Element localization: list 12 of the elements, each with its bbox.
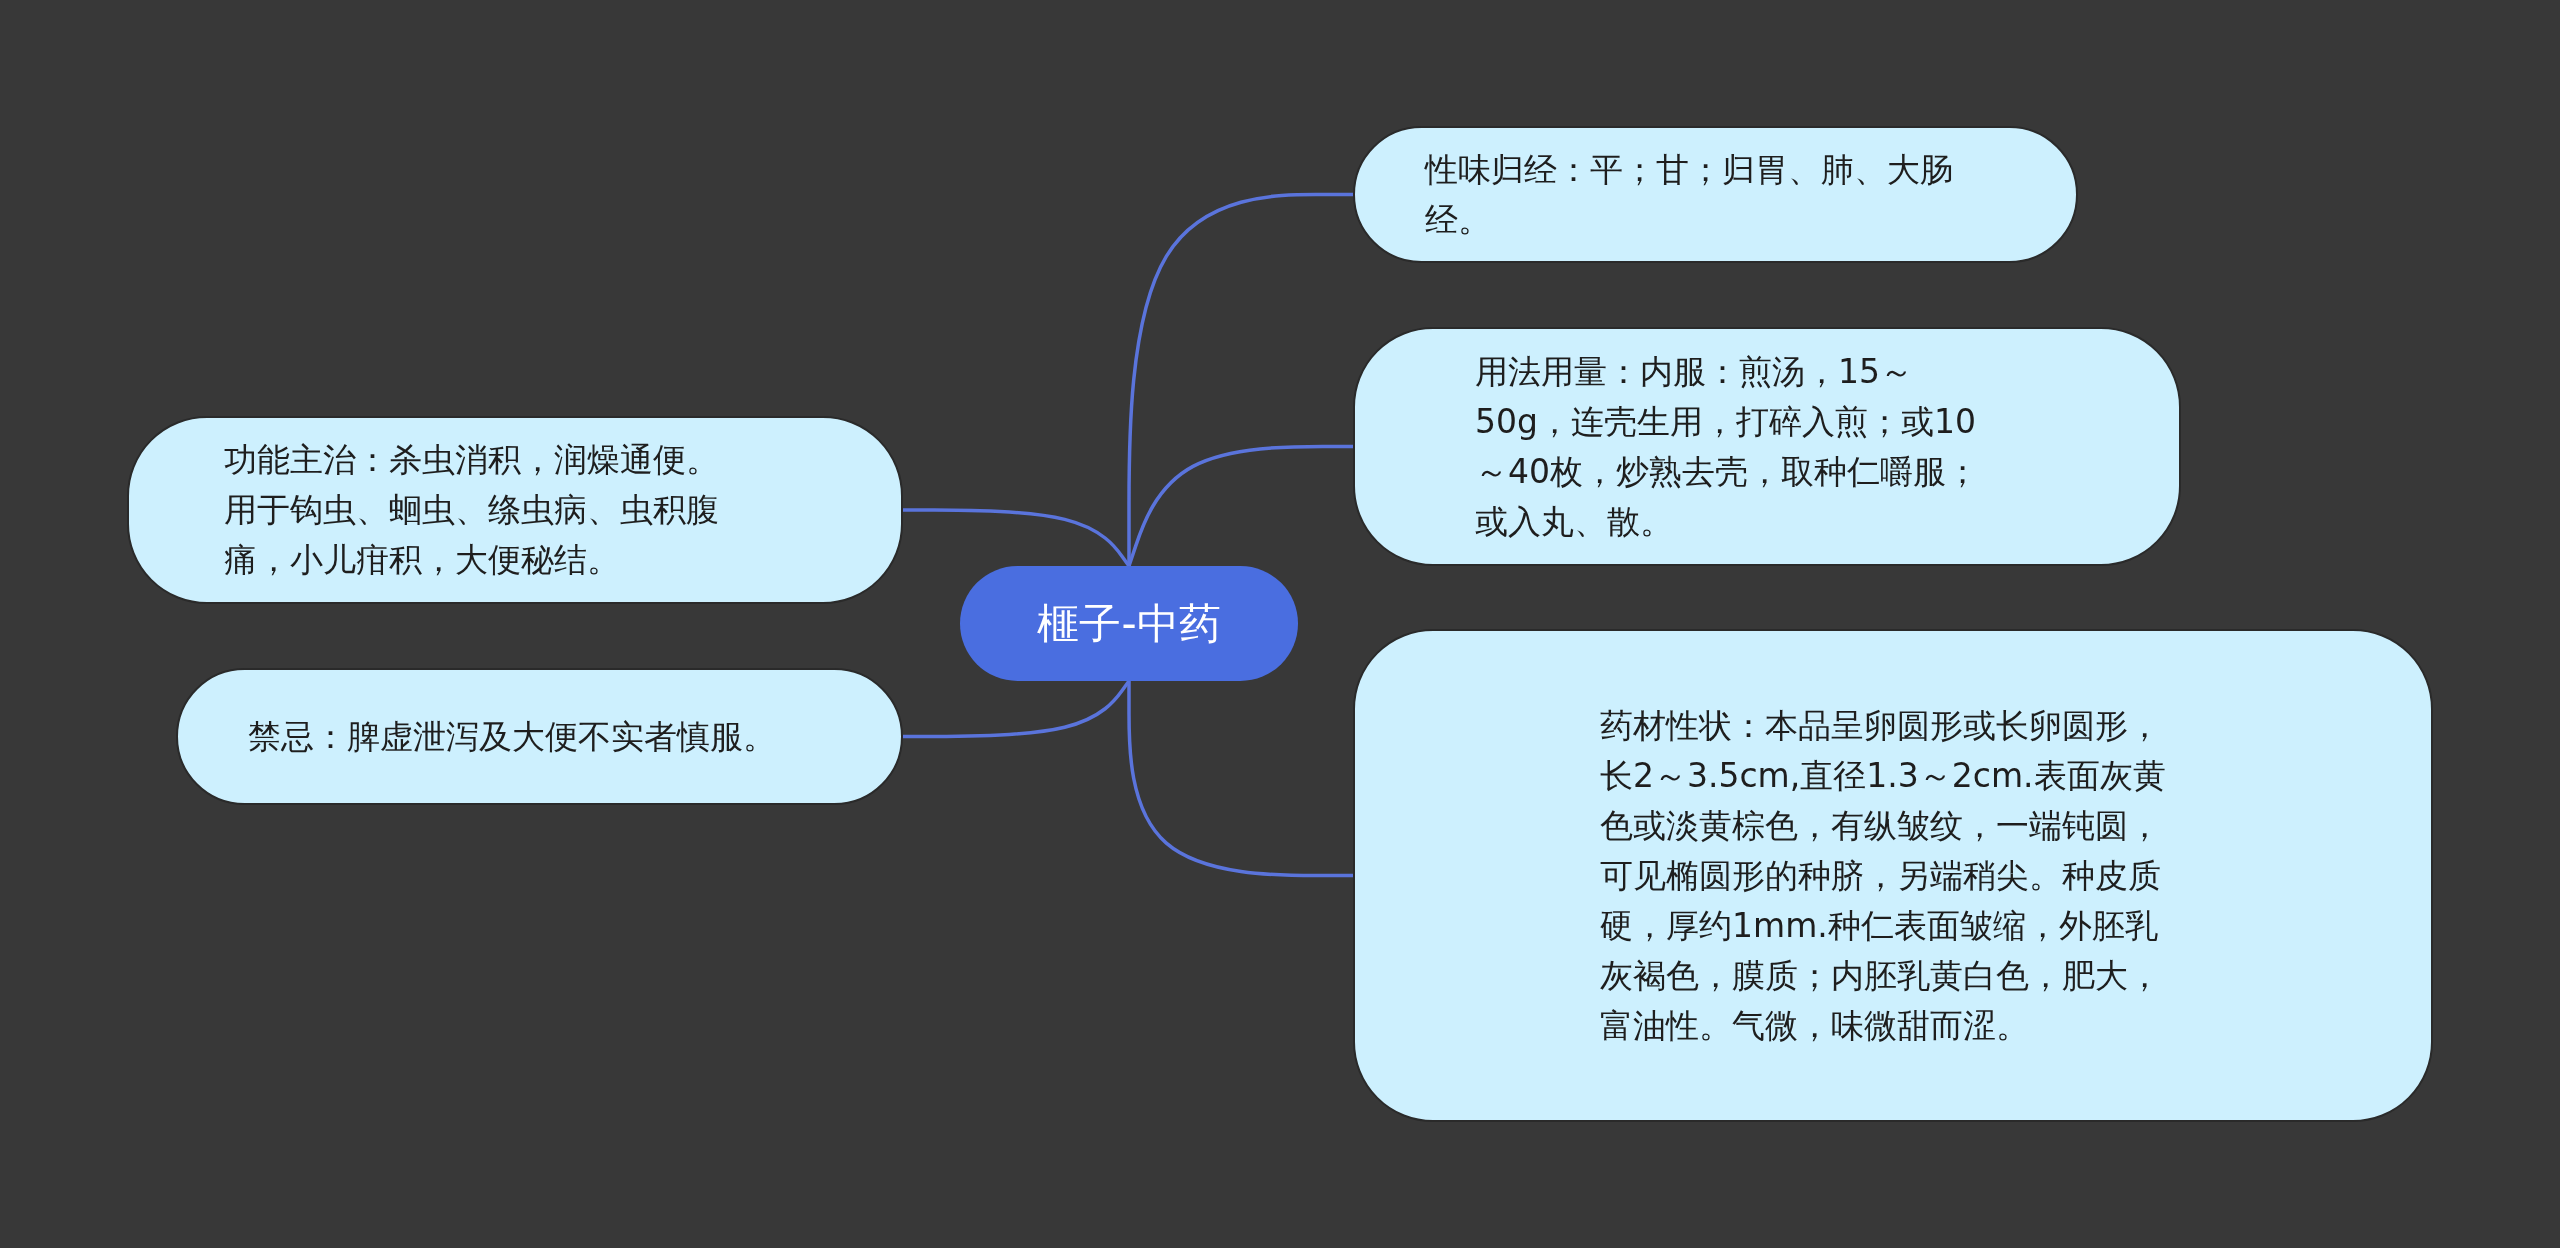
connector-line [1127,444,1353,567]
connector-line [903,679,1131,739]
topic-title: 榧子-中药 [1037,598,1221,649]
topic-text: 用法用量：内服：煎汤，15～50g，连壳生用，打碎入煎；或10～40枚，炒熟去壳，取种仁嚼服；或入丸、散。 [1475,350,1979,543]
connector-line [903,508,1131,567]
topic-bubble [1353,327,2181,566]
connector-line [1127,681,1353,878]
topic-text: 药材性状：本品呈卵圆形或长卵圆形，长2～3.5cm,直径1.3～2cm.表面灰黄色或淡黄棕色，有纵皱纹，一端钝圆，可见椭圆形的种脐，另端稍尖。种皮质硬，厚约1mm.种仁表面皱缩，外胚乳灰褐色，膜质；内胚乳黄白色，肥大，富油性。气微，味微甜而涩。 [1600,704,2167,1047]
topic-text: 功能主治：杀虫消积，润燥通便。用于钩虫、蛔虫、绦虫病、虫积腹痛，小儿疳积，大便秘结。 [224,439,720,581]
topic-bubble [1353,629,2433,1122]
topic-text: 性味归经：平；甘；归胃、肺、大肠经。 [1425,148,1954,241]
topic-text: 禁忌：脾虚泄泻及大便不实者慎服。 [248,715,776,758]
